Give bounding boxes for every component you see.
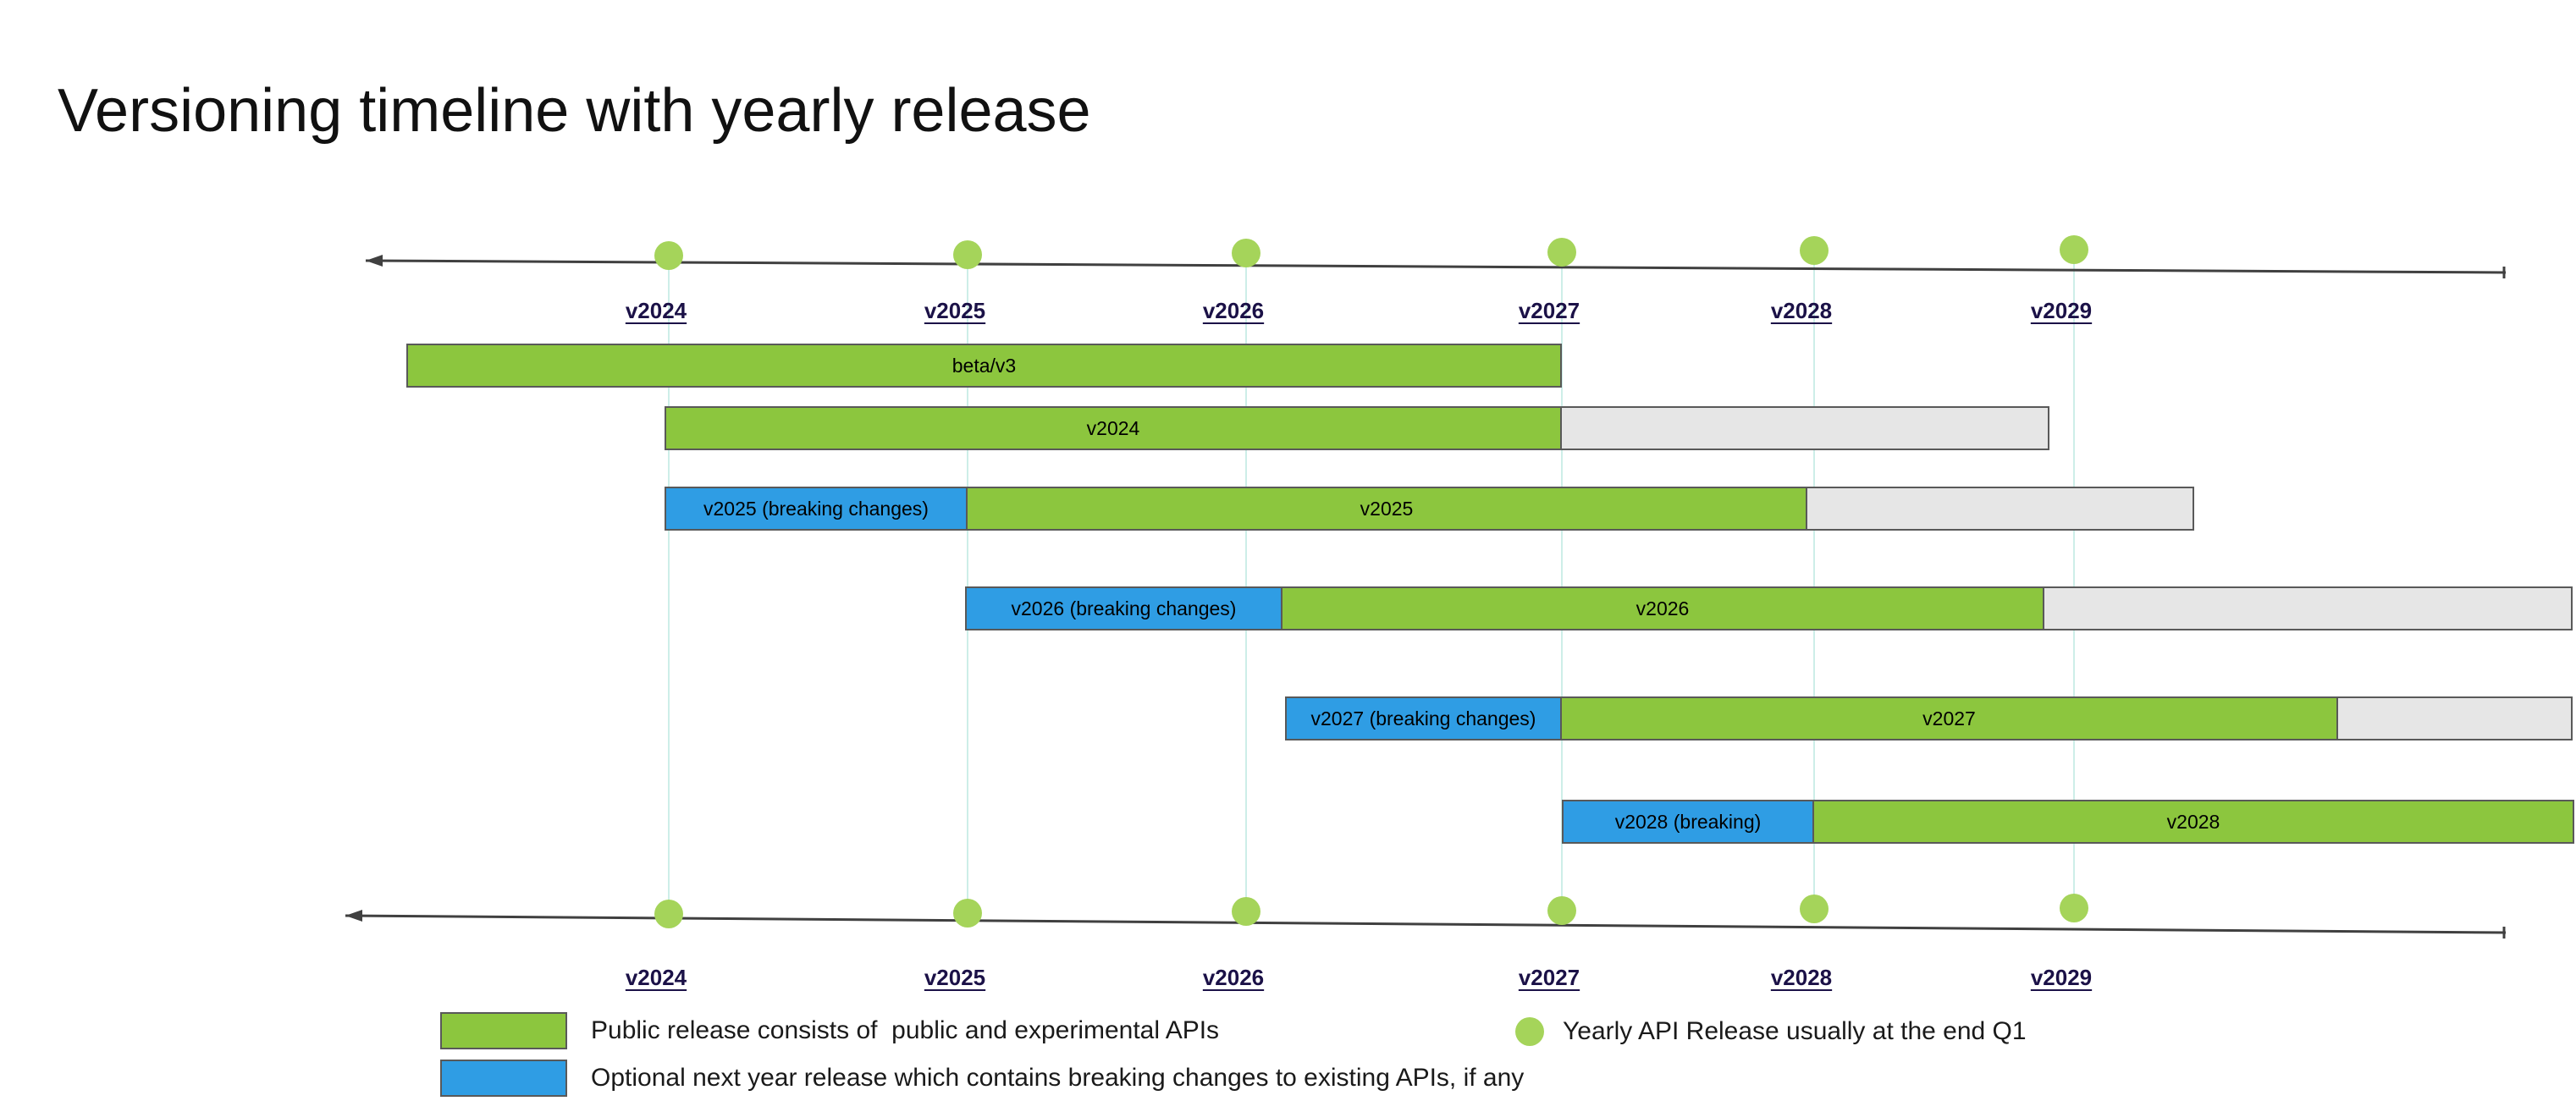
- row-v2028: v2028 (breaking)v2028: [1562, 800, 2576, 844]
- legend-dot-green-icon: [1515, 1017, 1544, 1046]
- bottom-label-v2027: v2027: [1518, 965, 1580, 990]
- bar-segment-v2027[interactable]: v2027: [1560, 696, 2338, 740]
- bar-segment-v2028[interactable]: v2028: [1812, 800, 2574, 844]
- bar-segment-gray-remainder[interactable]: [1806, 487, 2194, 531]
- row-v2025: v2025 (breaking changes)v2025: [665, 487, 2198, 531]
- bar-segment-gray-remainder[interactable]: [2043, 586, 2573, 630]
- bottom-label-v2026: v2026: [1202, 965, 1265, 990]
- gridline-v2024: [668, 254, 670, 922]
- top-label-v2027: v2027: [1518, 298, 1580, 323]
- bottom-label-v2025: v2025: [924, 965, 986, 990]
- bar-segment-v2026[interactable]: v2026: [1281, 586, 2044, 630]
- legend-item-public-release: Public release consists of public and ex…: [440, 1012, 1219, 1049]
- bar-segment-v2025[interactable]: v2025: [966, 487, 1807, 531]
- top-label-v2026: v2026: [1202, 298, 1265, 323]
- top-axis-line: [0, 245, 2576, 279]
- bar-segment-gray-remainder[interactable]: [2336, 696, 2573, 740]
- bar-segment-beta-v3[interactable]: beta/v3: [406, 344, 1562, 388]
- top-marker-v2024[interactable]: [654, 241, 683, 270]
- bar-segment-v2025-breaking-changes-[interactable]: v2025 (breaking changes): [665, 487, 968, 531]
- row-v2027: v2027 (breaking changes)v2027: [1285, 696, 2576, 740]
- legend-item-yearly-release: Yearly API Release usually at the end Q1: [1515, 1017, 2027, 1046]
- row-v2026: v2026 (breaking changes)v2026: [965, 586, 2576, 630]
- bar-segment-gray-remainder[interactable]: [1560, 406, 2049, 450]
- legend-swatch-green-icon: [440, 1012, 567, 1049]
- row-v2024: v2024: [665, 406, 2051, 450]
- top-label-v2029: v2029: [2030, 298, 2093, 323]
- top-marker-v2029[interactable]: [2060, 235, 2088, 264]
- bar-segment-v2024[interactable]: v2024: [665, 406, 1562, 450]
- bottom-marker-v2029[interactable]: [2060, 894, 2088, 922]
- bottom-label-v2024: v2024: [625, 965, 687, 990]
- top-marker-v2026[interactable]: [1232, 239, 1260, 268]
- row-beta-v3: beta/v3: [406, 344, 1562, 388]
- bottom-marker-v2026[interactable]: [1232, 897, 1260, 927]
- bottom-marker-v2027[interactable]: [1547, 895, 1576, 925]
- legend-item-optional-release: Optional next year release which contain…: [440, 1060, 1524, 1097]
- bar-segment-v2028-breaking-[interactable]: v2028 (breaking): [1562, 800, 1814, 844]
- legend-label-yearly-release: Yearly API Release usually at the end Q1: [1563, 1017, 2027, 1045]
- bar-segment-v2026-breaking-changes-[interactable]: v2026 (breaking changes): [965, 586, 1282, 630]
- top-label-v2025: v2025: [924, 298, 986, 323]
- bottom-marker-v2028[interactable]: [1800, 895, 1829, 924]
- top-label-v2024: v2024: [625, 298, 687, 323]
- top-label-v2028: v2028: [1770, 298, 1833, 323]
- legend-label-public-release: Public release consists of public and ex…: [591, 1016, 1220, 1044]
- bottom-label-v2029: v2029: [2030, 965, 2093, 990]
- bottom-marker-v2025[interactable]: [953, 898, 982, 928]
- legend-swatch-blue-icon: [440, 1060, 567, 1097]
- top-marker-v2027[interactable]: [1547, 237, 1576, 267]
- page-title: Versioning timeline with yearly release: [58, 77, 1091, 145]
- bottom-axis-line: [0, 904, 2576, 939]
- bar-segment-v2027-breaking-changes-[interactable]: v2027 (breaking changes): [1285, 696, 1562, 740]
- top-marker-v2028[interactable]: [1800, 236, 1829, 266]
- top-marker-v2025[interactable]: [953, 239, 982, 269]
- legend-label-optional-release: Optional next year release which contain…: [591, 1064, 1525, 1092]
- bottom-label-v2028: v2028: [1770, 965, 1833, 990]
- bottom-marker-v2024[interactable]: [654, 900, 683, 928]
